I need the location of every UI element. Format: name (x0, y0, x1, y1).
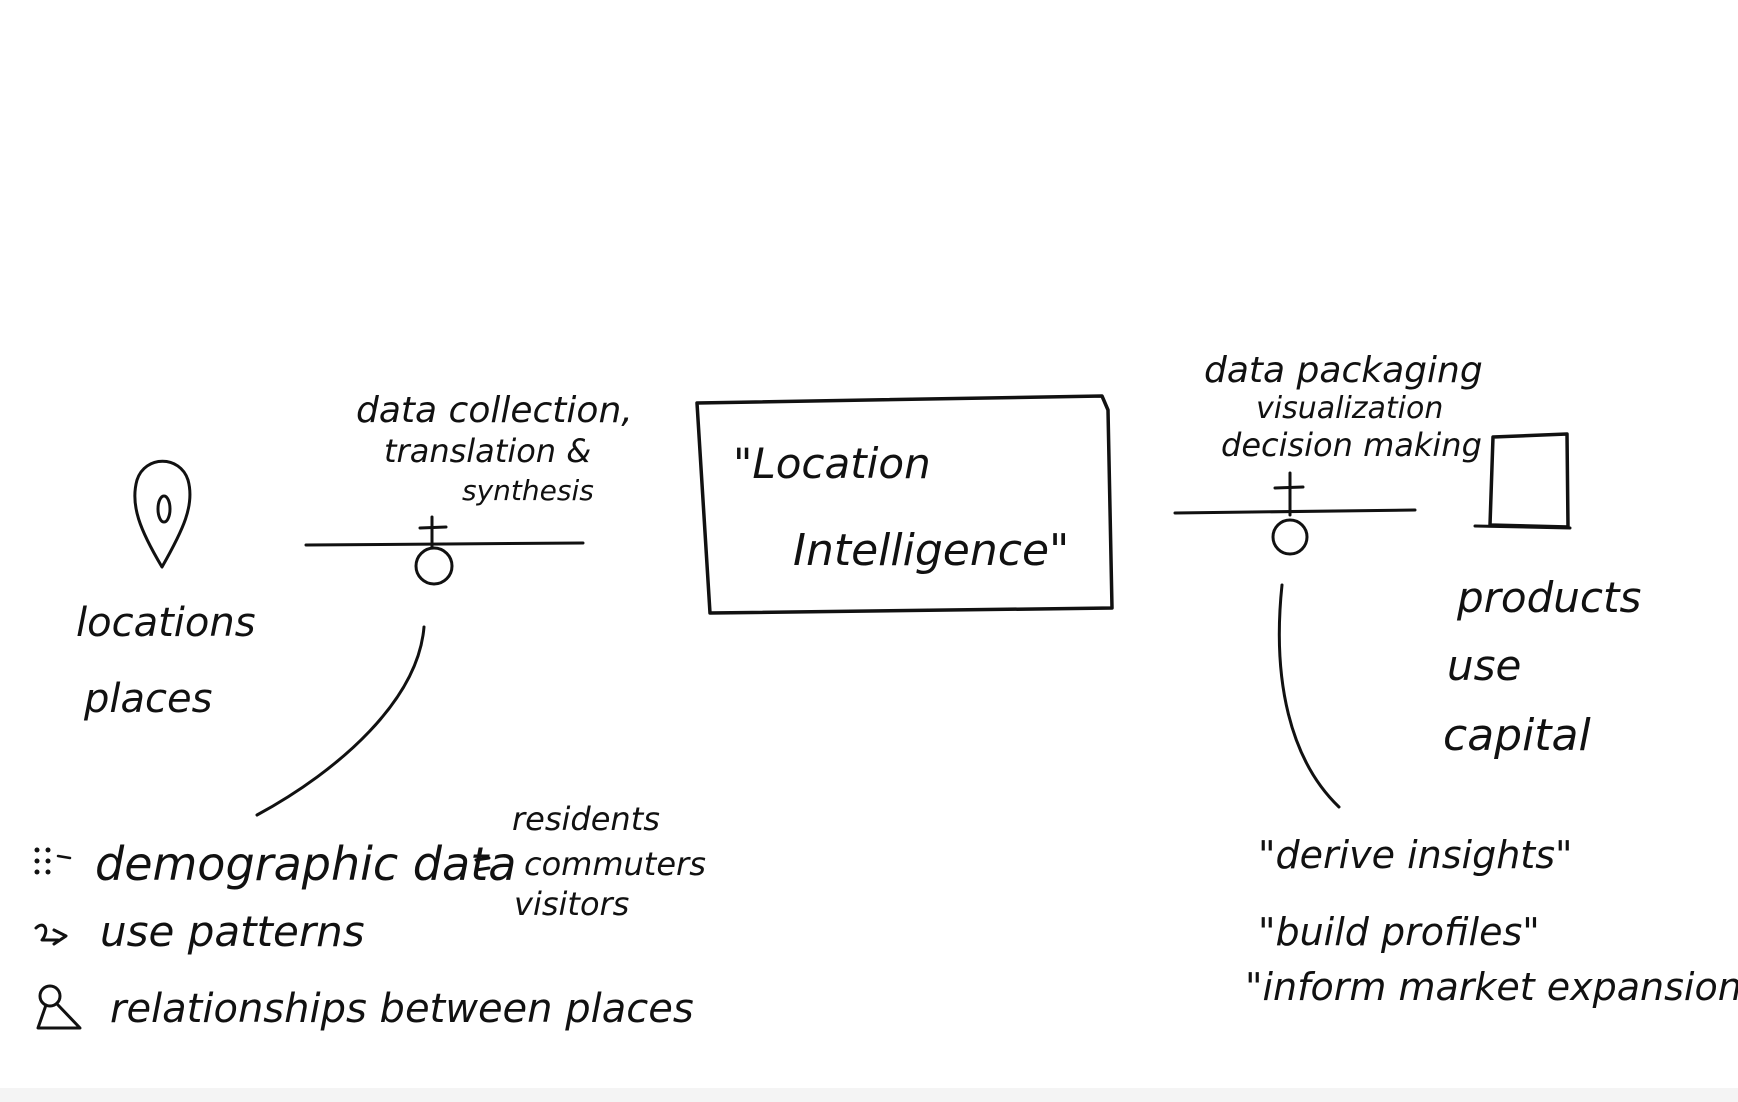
quote-build-profiles: "build profiles" (1258, 910, 1540, 954)
left-interface (304, 515, 585, 586)
right-label: products use capital (1443, 573, 1641, 761)
right-label-line-1: products (1456, 573, 1641, 622)
center-label-line-2: Intelligence" (793, 525, 1069, 576)
right-notes: "derive insights" "build profiles" "info… (1245, 833, 1738, 1009)
right-interface-label-line-1: data packaging (1204, 350, 1483, 391)
arrow-icon (34, 923, 68, 946)
breakdown-residents: residents (512, 800, 660, 838)
breakdown-commuters: commuters (524, 845, 706, 883)
right-interface (1173, 471, 1417, 556)
product-box-icon (1473, 432, 1572, 530)
quote-derive-insights: "derive insights" (1258, 833, 1572, 877)
left-label-line-2: places (83, 676, 212, 722)
breakdown-visitors: visitors (514, 885, 629, 923)
left-interface-label-line-3: synthesis (462, 474, 594, 507)
right-label-line-3: capital (1443, 710, 1592, 761)
left-interface-label: data collection, translation & synthesis (356, 390, 633, 507)
center-box: "Location Intelligence" (695, 394, 1114, 615)
breakdown-bracket (474, 856, 491, 872)
right-interface-label: data packaging visualization decision ma… (1204, 350, 1483, 464)
left-interface-label-line-1: data collection, (356, 390, 633, 431)
center-label-line-1: "Location (733, 439, 931, 488)
location-pin-icon (133, 459, 192, 569)
relationship-icon (36, 984, 82, 1030)
right-interface-label-line-3: decision making (1221, 426, 1482, 464)
left-notes: demographic data use patterns relationsh… (34, 800, 706, 1032)
bullet-use-patterns: use patterns (100, 907, 365, 956)
bullet-relationships: relationships between places (110, 986, 694, 1032)
right-label-line-2: use (1447, 641, 1521, 690)
dots-icon (34, 847, 72, 875)
quote-inform-market-expansion: "inform market expansion" (1245, 965, 1738, 1009)
left-label: locations places (76, 600, 256, 722)
bullet-demographic-data: demographic data (95, 837, 516, 891)
left-interface-label-line-2: translation & (384, 432, 591, 470)
paper-edge (0, 1088, 1738, 1102)
right-interface-label-line-2: visualization (1256, 391, 1443, 426)
left-connector-curve (255, 625, 426, 817)
left-label-line-1: locations (76, 600, 256, 646)
right-connector-curve (1277, 583, 1341, 809)
